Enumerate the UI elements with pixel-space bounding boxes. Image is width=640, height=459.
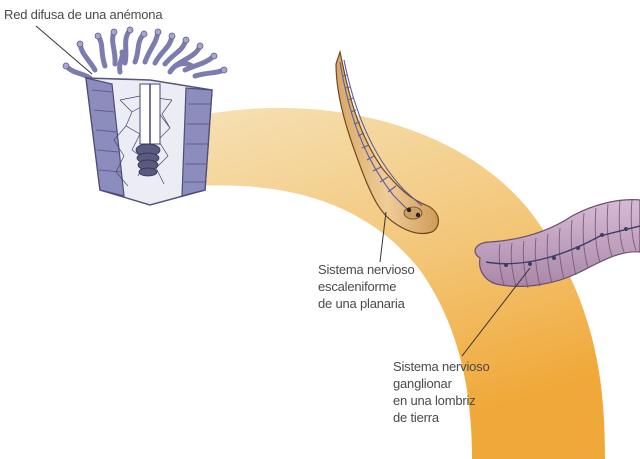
anemone-illustration	[62, 26, 228, 206]
worm-label-line: de tierra	[393, 410, 439, 425]
worm-label-line: Sistema nervioso	[393, 359, 490, 374]
anemone-leader-line	[35, 25, 93, 75]
evolution-arc	[150, 107, 605, 459]
planaria-label: Sistema nervioso escaleniforme de una pl…	[318, 261, 415, 312]
planaria-label-line: de una planaria	[318, 296, 405, 311]
planaria-leader-line	[379, 211, 387, 263]
earthworm-illustration	[474, 199, 640, 289]
worm-leader-line	[461, 267, 531, 357]
planaria-illustration	[335, 49, 439, 235]
worm-label-line: en una lombriz	[393, 393, 476, 408]
worm-label-line: ganglionar	[393, 376, 452, 391]
anemone-label: Red difusa de una anémona	[4, 6, 163, 23]
planaria-label-line: Sistema nervioso	[318, 262, 415, 277]
planaria-label-line: escaleniforme	[318, 279, 397, 294]
worm-label: Sistema nervioso ganglionar en una lombr…	[393, 358, 490, 426]
anemone-label-line: Red difusa de una anémona	[4, 7, 163, 22]
